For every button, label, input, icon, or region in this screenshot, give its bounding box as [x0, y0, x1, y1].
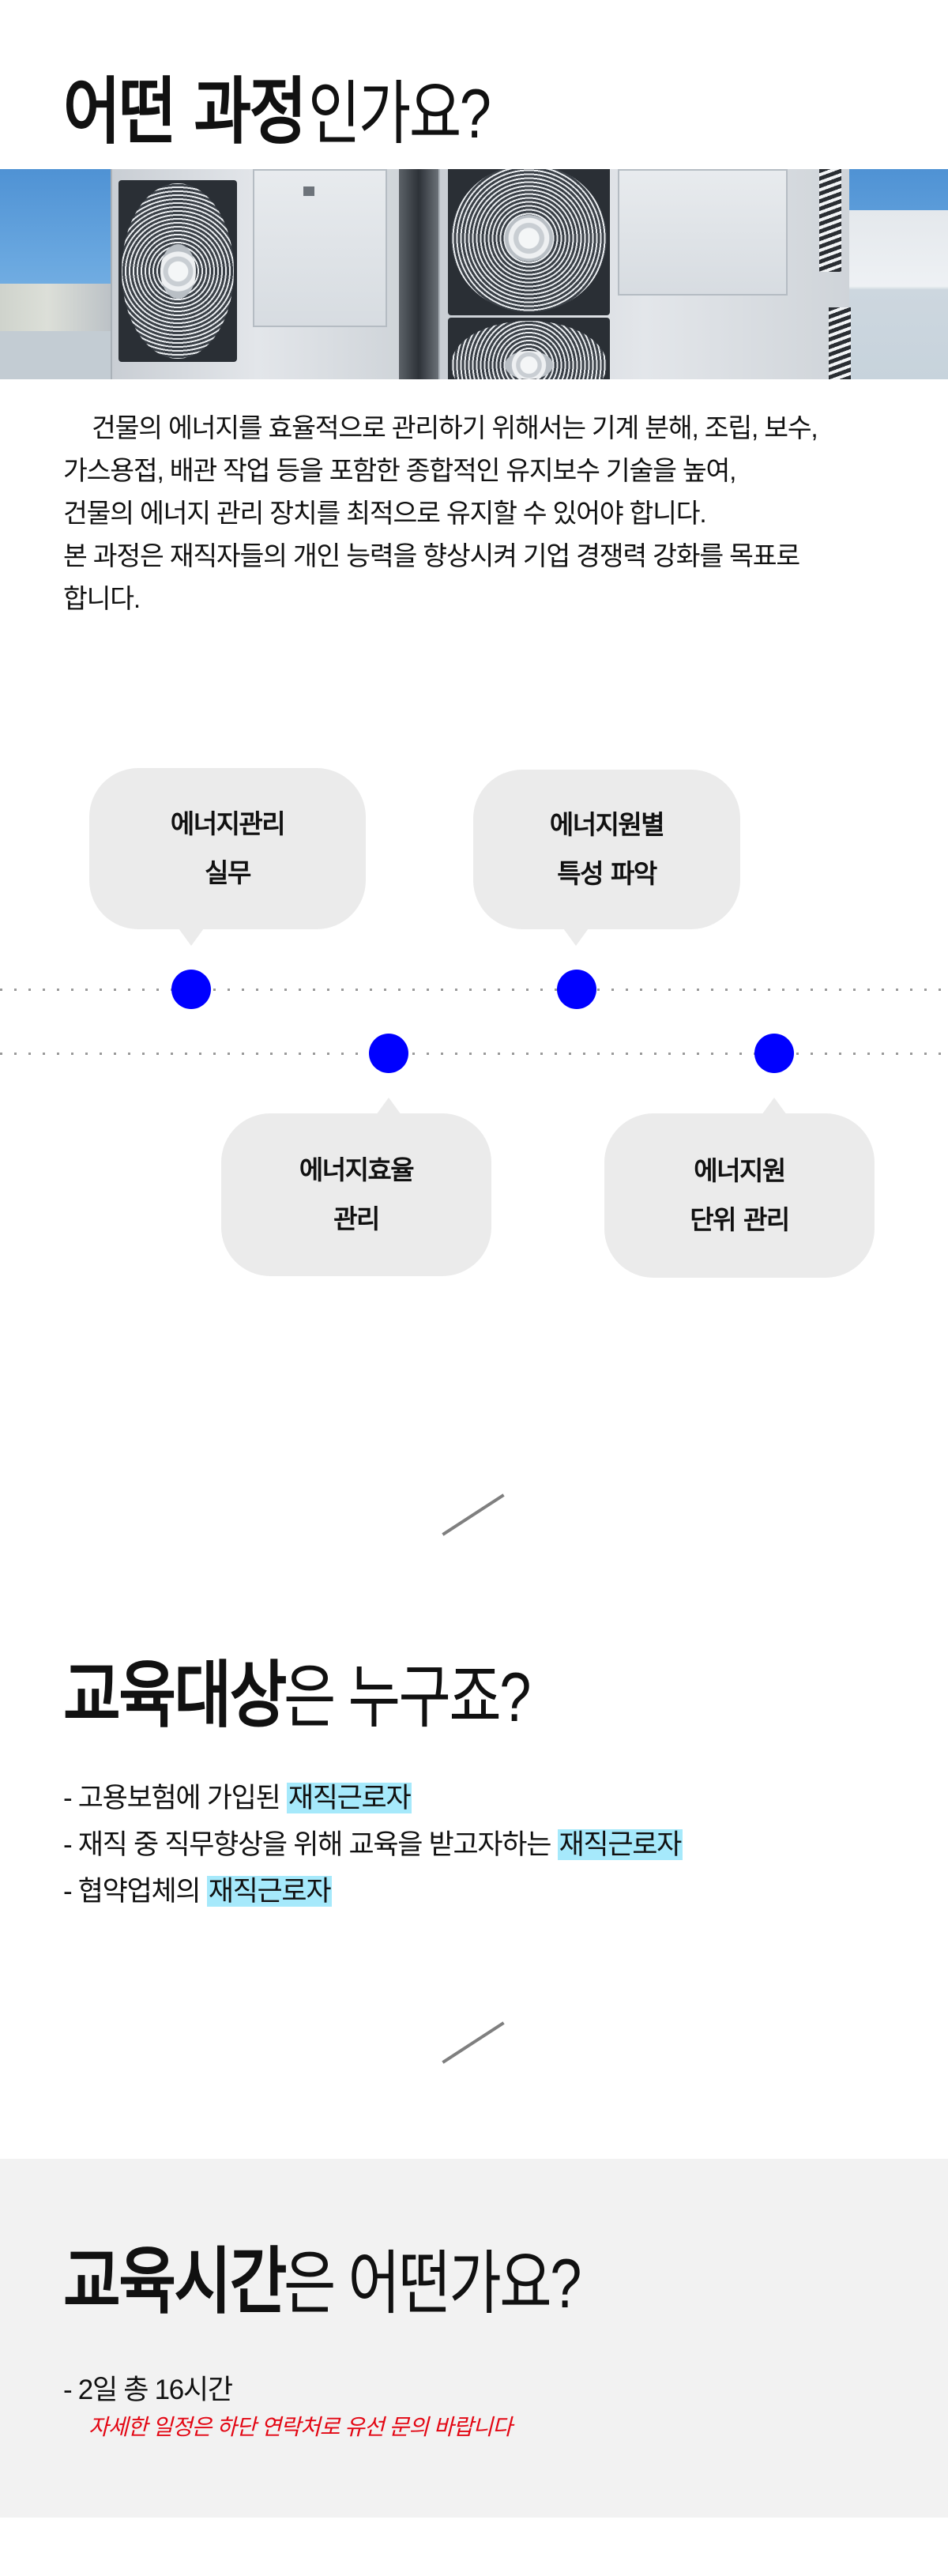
- fan-grille-icon: [448, 169, 610, 315]
- timeline-bubble-1: 에너지관리 실무: [89, 768, 366, 929]
- bubble-tail: [762, 1098, 787, 1115]
- schedule-note: 자세한 일정은 하단 연락처로 유선 문의 바랍니다: [88, 2415, 513, 2439]
- bubble-text: 에너지효율: [299, 1154, 415, 1185]
- time-title: 교육시간 은 어떤가요?: [63, 2246, 645, 2318]
- time-title-bold: 교육시간: [63, 2239, 287, 2324]
- unit-louver: [819, 169, 841, 272]
- bubble-tail: [376, 1098, 401, 1115]
- process-title-bold: 어떤 과정: [63, 70, 307, 154]
- timeline-dot-1: [171, 970, 211, 1009]
- process-description: 건물의 에너지를 효율적으로 관리하기 위해서는 기계 분해, 조립, 보수, …: [63, 408, 901, 621]
- target-item-text: - 고용보험에 가입된: [63, 1783, 287, 1813]
- process-title-light: 인가요?: [307, 74, 491, 153]
- target-highlight: 재직근로자: [206, 1876, 333, 1907]
- bubble-tail: [179, 928, 204, 946]
- photo-wall-left-lower: [0, 331, 118, 379]
- hero-photo: [0, 169, 948, 379]
- bubble-text: 에너지원별: [549, 809, 665, 840]
- target-item-text: - 협약업체의: [63, 1876, 207, 1907]
- target-item-text: - 재직 중 직무향상을 위해 교육을 받고자하는: [63, 1829, 558, 1860]
- description-line: 건물의 에너지 관리 장치를 최적으로 유지할 수 있어야 합니다.: [63, 499, 707, 529]
- bubble-tail: [563, 928, 589, 946]
- fan-grille-icon: [448, 318, 610, 379]
- description-line: 건물의 에너지를 효율적으로 관리하기 위해서는 기계 분해, 조립, 보수,: [92, 414, 818, 443]
- bubble-text: 에너지원: [694, 1155, 786, 1186]
- unit-louver: [829, 307, 851, 379]
- section-divider-slash: [442, 2021, 505, 2064]
- bubble-text: 단위 관리: [690, 1204, 790, 1235]
- process-title: 어떤 과정 인가요?: [63, 76, 529, 149]
- description-line: 가스용접, 배관 작업 등을 포함한 종합적인 유지보수 기술을 높여,: [63, 457, 736, 486]
- target-highlight: 재직근로자: [286, 1783, 412, 1813]
- target-item: - 협약업체의 재직근로자: [63, 1868, 683, 1915]
- timeline-dotted-line-top: [0, 989, 948, 991]
- description-line: 본 과정은 재직자들의 개인 능력을 향상시켜 기업 경쟁력 강화를 목표로: [63, 542, 800, 571]
- target-title-light: 은 누구죠?: [283, 1658, 531, 1736]
- timeline-dot-3: [557, 970, 596, 1009]
- target-item: - 고용보험에 가입된 재직근로자: [63, 1775, 683, 1821]
- target-title-bold: 교육대상: [63, 1653, 287, 1738]
- ac-unit-right: [438, 169, 851, 379]
- education-duration: - 2일 총 16시간: [63, 2375, 233, 2405]
- bubble-text: 특성 파악: [557, 858, 657, 889]
- photo-wall-right: [837, 210, 948, 379]
- unit-handle: [303, 186, 314, 196]
- time-title-light: 은 어떤가요?: [283, 2244, 581, 2322]
- timeline-dot-2: [369, 1034, 408, 1073]
- ac-unit-left: [111, 169, 403, 379]
- section-divider-slash: [442, 1493, 505, 1536]
- target-title: 교육대상 은 누구죠?: [63, 1659, 583, 1732]
- timeline-bubble-3: 에너지원별 특성 파악: [473, 770, 740, 929]
- unit-panel: [253, 169, 387, 327]
- timeline-bubble-4: 에너지원 단위 관리: [604, 1113, 875, 1278]
- unit-gap: [399, 169, 438, 379]
- description-line: 합니다.: [63, 585, 141, 614]
- bubble-text: 실무: [205, 857, 251, 888]
- bubble-text: 관리: [333, 1203, 380, 1234]
- bubble-text: 에너지관리: [170, 808, 286, 839]
- timeline-dotted-line-bottom: [0, 1053, 948, 1055]
- fan-grille-icon: [118, 180, 237, 362]
- timeline-dot-4: [754, 1034, 794, 1073]
- unit-panel: [618, 169, 788, 296]
- target-list: - 고용보험에 가입된 재직근로자 - 재직 중 직무향상을 위해 교육을 받고…: [63, 1775, 683, 1915]
- timeline-bubble-2: 에너지효율 관리: [221, 1113, 491, 1276]
- time-section-background: [0, 2159, 948, 2518]
- target-item: - 재직 중 직무향상을 위해 교육을 받고자하는 재직근로자: [63, 1821, 683, 1868]
- target-highlight: 재직근로자: [557, 1829, 683, 1860]
